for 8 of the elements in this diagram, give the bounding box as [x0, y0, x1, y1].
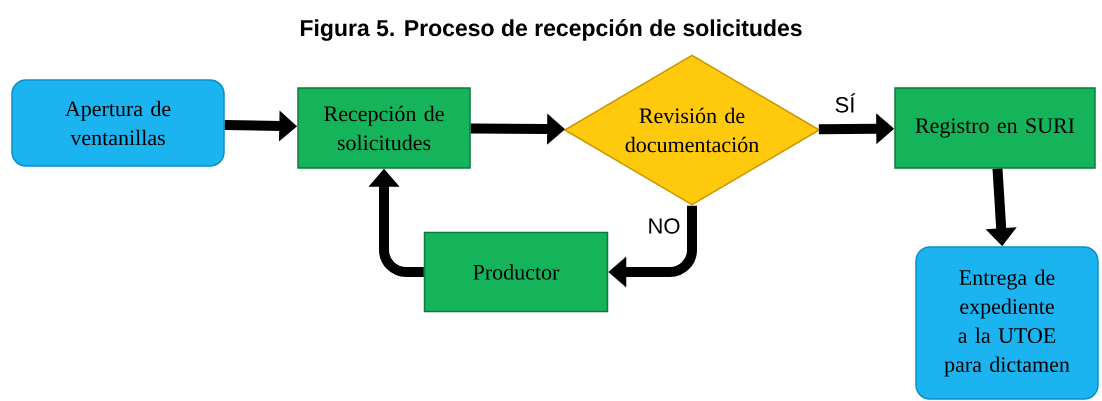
- process-box: Registro en SURI: [894, 87, 1096, 169]
- process-box: Recepción de solicitudes: [297, 87, 471, 169]
- rounded-box: Entrega de expediente a la UTOE para dictamen: [915, 246, 1099, 400]
- process-box: Productor: [423, 231, 609, 313]
- edge-label: SÍ: [833, 92, 857, 114]
- title: Figura 5. Proceso de recepción de solicitudes: [300, 19, 802, 41]
- edge-label: NO: [646, 217, 682, 235]
- rounded-box: Apertura de ventanillas: [11, 79, 225, 167]
